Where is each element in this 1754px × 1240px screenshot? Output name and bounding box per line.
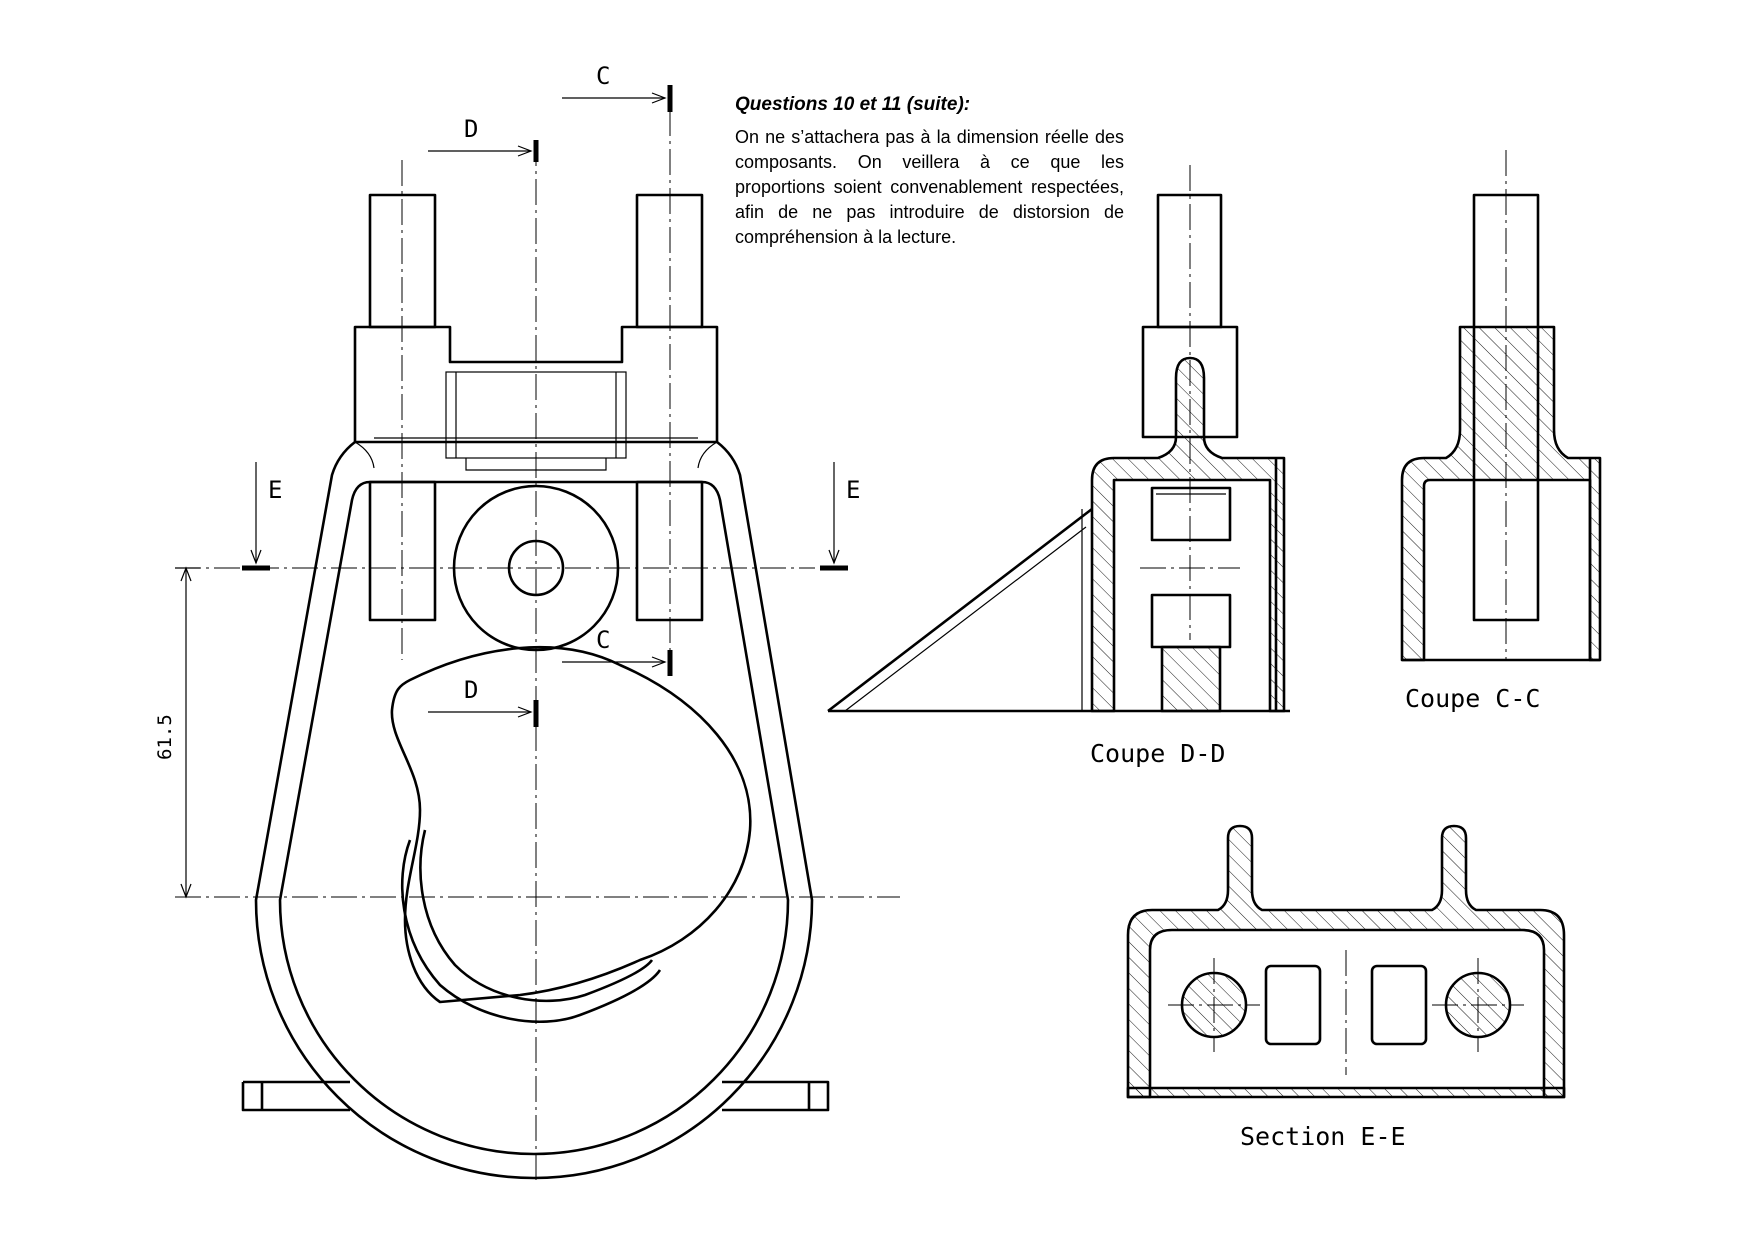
- inner-body-loop: [278, 480, 790, 1156]
- ee-shell: [1126, 824, 1566, 1099]
- caption-coupe-cc: Coupe C-C: [1405, 684, 1540, 713]
- fillet-lines: [354, 437, 718, 469]
- right-stud-bottom: [635, 480, 704, 622]
- ee-left-slot: [1264, 964, 1322, 1046]
- dd-nut-bottom: [1150, 593, 1232, 649]
- label-c-top: C: [596, 62, 610, 90]
- ee-right-stud: [1444, 971, 1512, 1039]
- dd-shell: [1090, 356, 1286, 713]
- dd-shaft: [1160, 645, 1222, 713]
- instructions-note: Questions 10 et 11 (suite): On ne s’atta…: [735, 94, 1124, 250]
- label-c-bottom: C: [596, 626, 610, 654]
- cc-shaft: [1472, 193, 1540, 622]
- outer-body-loop: [254, 440, 814, 1180]
- arrowhead-e-right: [828, 549, 840, 565]
- label-d-bottom: D: [464, 676, 478, 704]
- roller-outer: [452, 484, 620, 652]
- ee-left-stud: [1180, 971, 1248, 1039]
- right-foot: [722, 1080, 830, 1112]
- nut-chamfer: [455, 372, 617, 471]
- label-e-left: E: [268, 476, 282, 504]
- dd-nut-top: [1150, 486, 1232, 542]
- hook-inner-curve: [400, 839, 662, 1024]
- roller-bore: [507, 539, 565, 597]
- arrowhead-c-top: [651, 92, 667, 104]
- dimension-61-5: 61.5: [154, 566, 200, 899]
- dd-ramp: [827, 507, 1093, 713]
- coupe-d-d-view: Coupe D-D: [827, 165, 1290, 768]
- arrowhead-e-left: [250, 549, 262, 565]
- arrowhead-c-bottom: [651, 656, 667, 668]
- label-d-top: D: [464, 115, 478, 143]
- main-view: C C D D E E 61.5: [154, 62, 900, 1180]
- caption-coupe-dd: Coupe D-D: [1090, 739, 1225, 768]
- ee-base-plate: [1126, 1086, 1566, 1099]
- cc-shell: [1400, 325, 1602, 662]
- left-foot: [241, 1080, 350, 1112]
- caption-section-ee: Section E-E: [1240, 1122, 1406, 1151]
- label-e-right: E: [846, 476, 860, 504]
- dimension-value: 61.5: [154, 714, 176, 760]
- left-stud-bottom: [368, 480, 437, 622]
- note-title: Questions 10 et 11 (suite):: [735, 94, 971, 115]
- arrowhead-d-bottom: [517, 706, 533, 718]
- section-e-e-view: Section E-E: [1126, 824, 1566, 1151]
- threaded-nut: [445, 371, 627, 459]
- note-body: On ne s’attachera pas à la dimension rée…: [735, 127, 1124, 247]
- arrowhead-d-top: [517, 145, 533, 157]
- hook-latch: [390, 646, 752, 1004]
- upper-block: [353, 325, 719, 444]
- coupe-c-c-view: Coupe C-C: [1400, 150, 1602, 713]
- hook-inner-curve-2: [419, 829, 654, 1003]
- ee-right-slot: [1370, 964, 1428, 1046]
